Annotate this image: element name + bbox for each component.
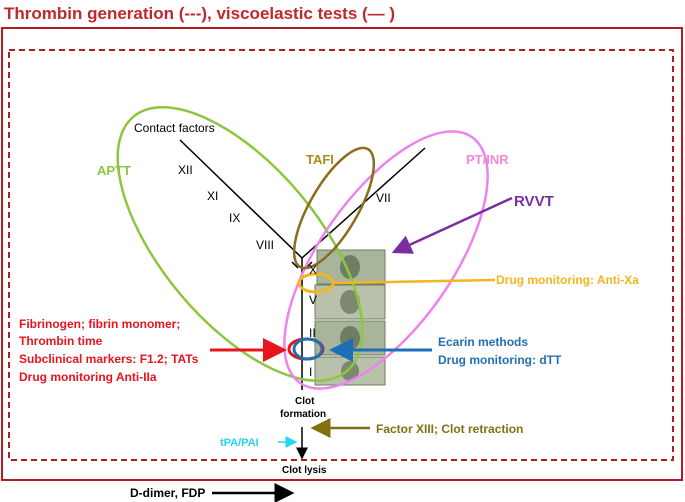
clot-formation-label-2: formation: [280, 409, 326, 420]
dtt-label: Drug monitoring: dTT: [438, 353, 562, 367]
intrinsic-line: [179, 139, 303, 259]
factor-viii-label: VIII: [256, 238, 274, 252]
aptt-ellipse: [116, 106, 364, 382]
subclinical-markers-label: Subclinical markers: F1.2; TATs: [19, 352, 199, 366]
tpa-pai-label: tPA/PAI: [220, 437, 259, 449]
outer-frame: [1, 27, 683, 481]
banknote-i-portrait: [341, 361, 359, 381]
clot-formation-label-1: Clot: [295, 396, 315, 407]
thrombin-time-label: Thrombin time: [19, 334, 103, 348]
ecarin-methods-label: Ecarin methods: [438, 335, 528, 349]
banknote-images: [314, 249, 386, 386]
branch-line-1: [291, 261, 299, 269]
factor-xi-label: XI: [207, 189, 218, 203]
rvvt-label: RVVT: [514, 193, 554, 210]
clot-lysis-label: Clot lysis: [282, 465, 327, 476]
ddimer-label: D-dimer, FDP: [130, 486, 205, 500]
factor-v-label: V: [309, 293, 317, 307]
diagram-title: Thrombin generation (---), viscoelastic …: [4, 4, 395, 23]
anti-iia-label: Drug monitoring Anti-IIa: [19, 370, 157, 384]
anti-xa-label: Drug monitoring: Anti-Xa: [496, 273, 639, 287]
factor-xii-label: XII: [178, 163, 193, 177]
rvvt-arrow: [391, 196, 513, 254]
factor-ii-label: II: [309, 326, 316, 340]
pt-inr-label: PT/INR: [466, 152, 509, 167]
tafi-label: TAFI: [306, 152, 334, 167]
tafi-ellipse: [292, 146, 376, 270]
banknote-v2-portrait: [340, 290, 360, 314]
factor-x-label: X: [309, 263, 317, 277]
fibrinogen-label: Fibrinogen; fibrin monomer;: [19, 317, 180, 331]
factor-xiii-label: Factor XIII; Clot retraction: [376, 422, 523, 436]
banknote-ii-portrait: [340, 326, 360, 350]
thrombin-ellipse-blue: [292, 337, 324, 361]
cascade-lines: [179, 139, 426, 390]
contact-factors-label: Contact factors: [134, 121, 215, 135]
factor-ix-label: IX: [229, 211, 240, 225]
factor-i-label: I: [309, 365, 312, 379]
thrombin-generation-frame: [8, 49, 674, 461]
aptt-label: APTT: [97, 163, 131, 178]
pt-inr-ellipse: [283, 130, 489, 390]
anti-xa-connector: [332, 278, 496, 285]
factor-vii-label: VII: [376, 191, 391, 205]
